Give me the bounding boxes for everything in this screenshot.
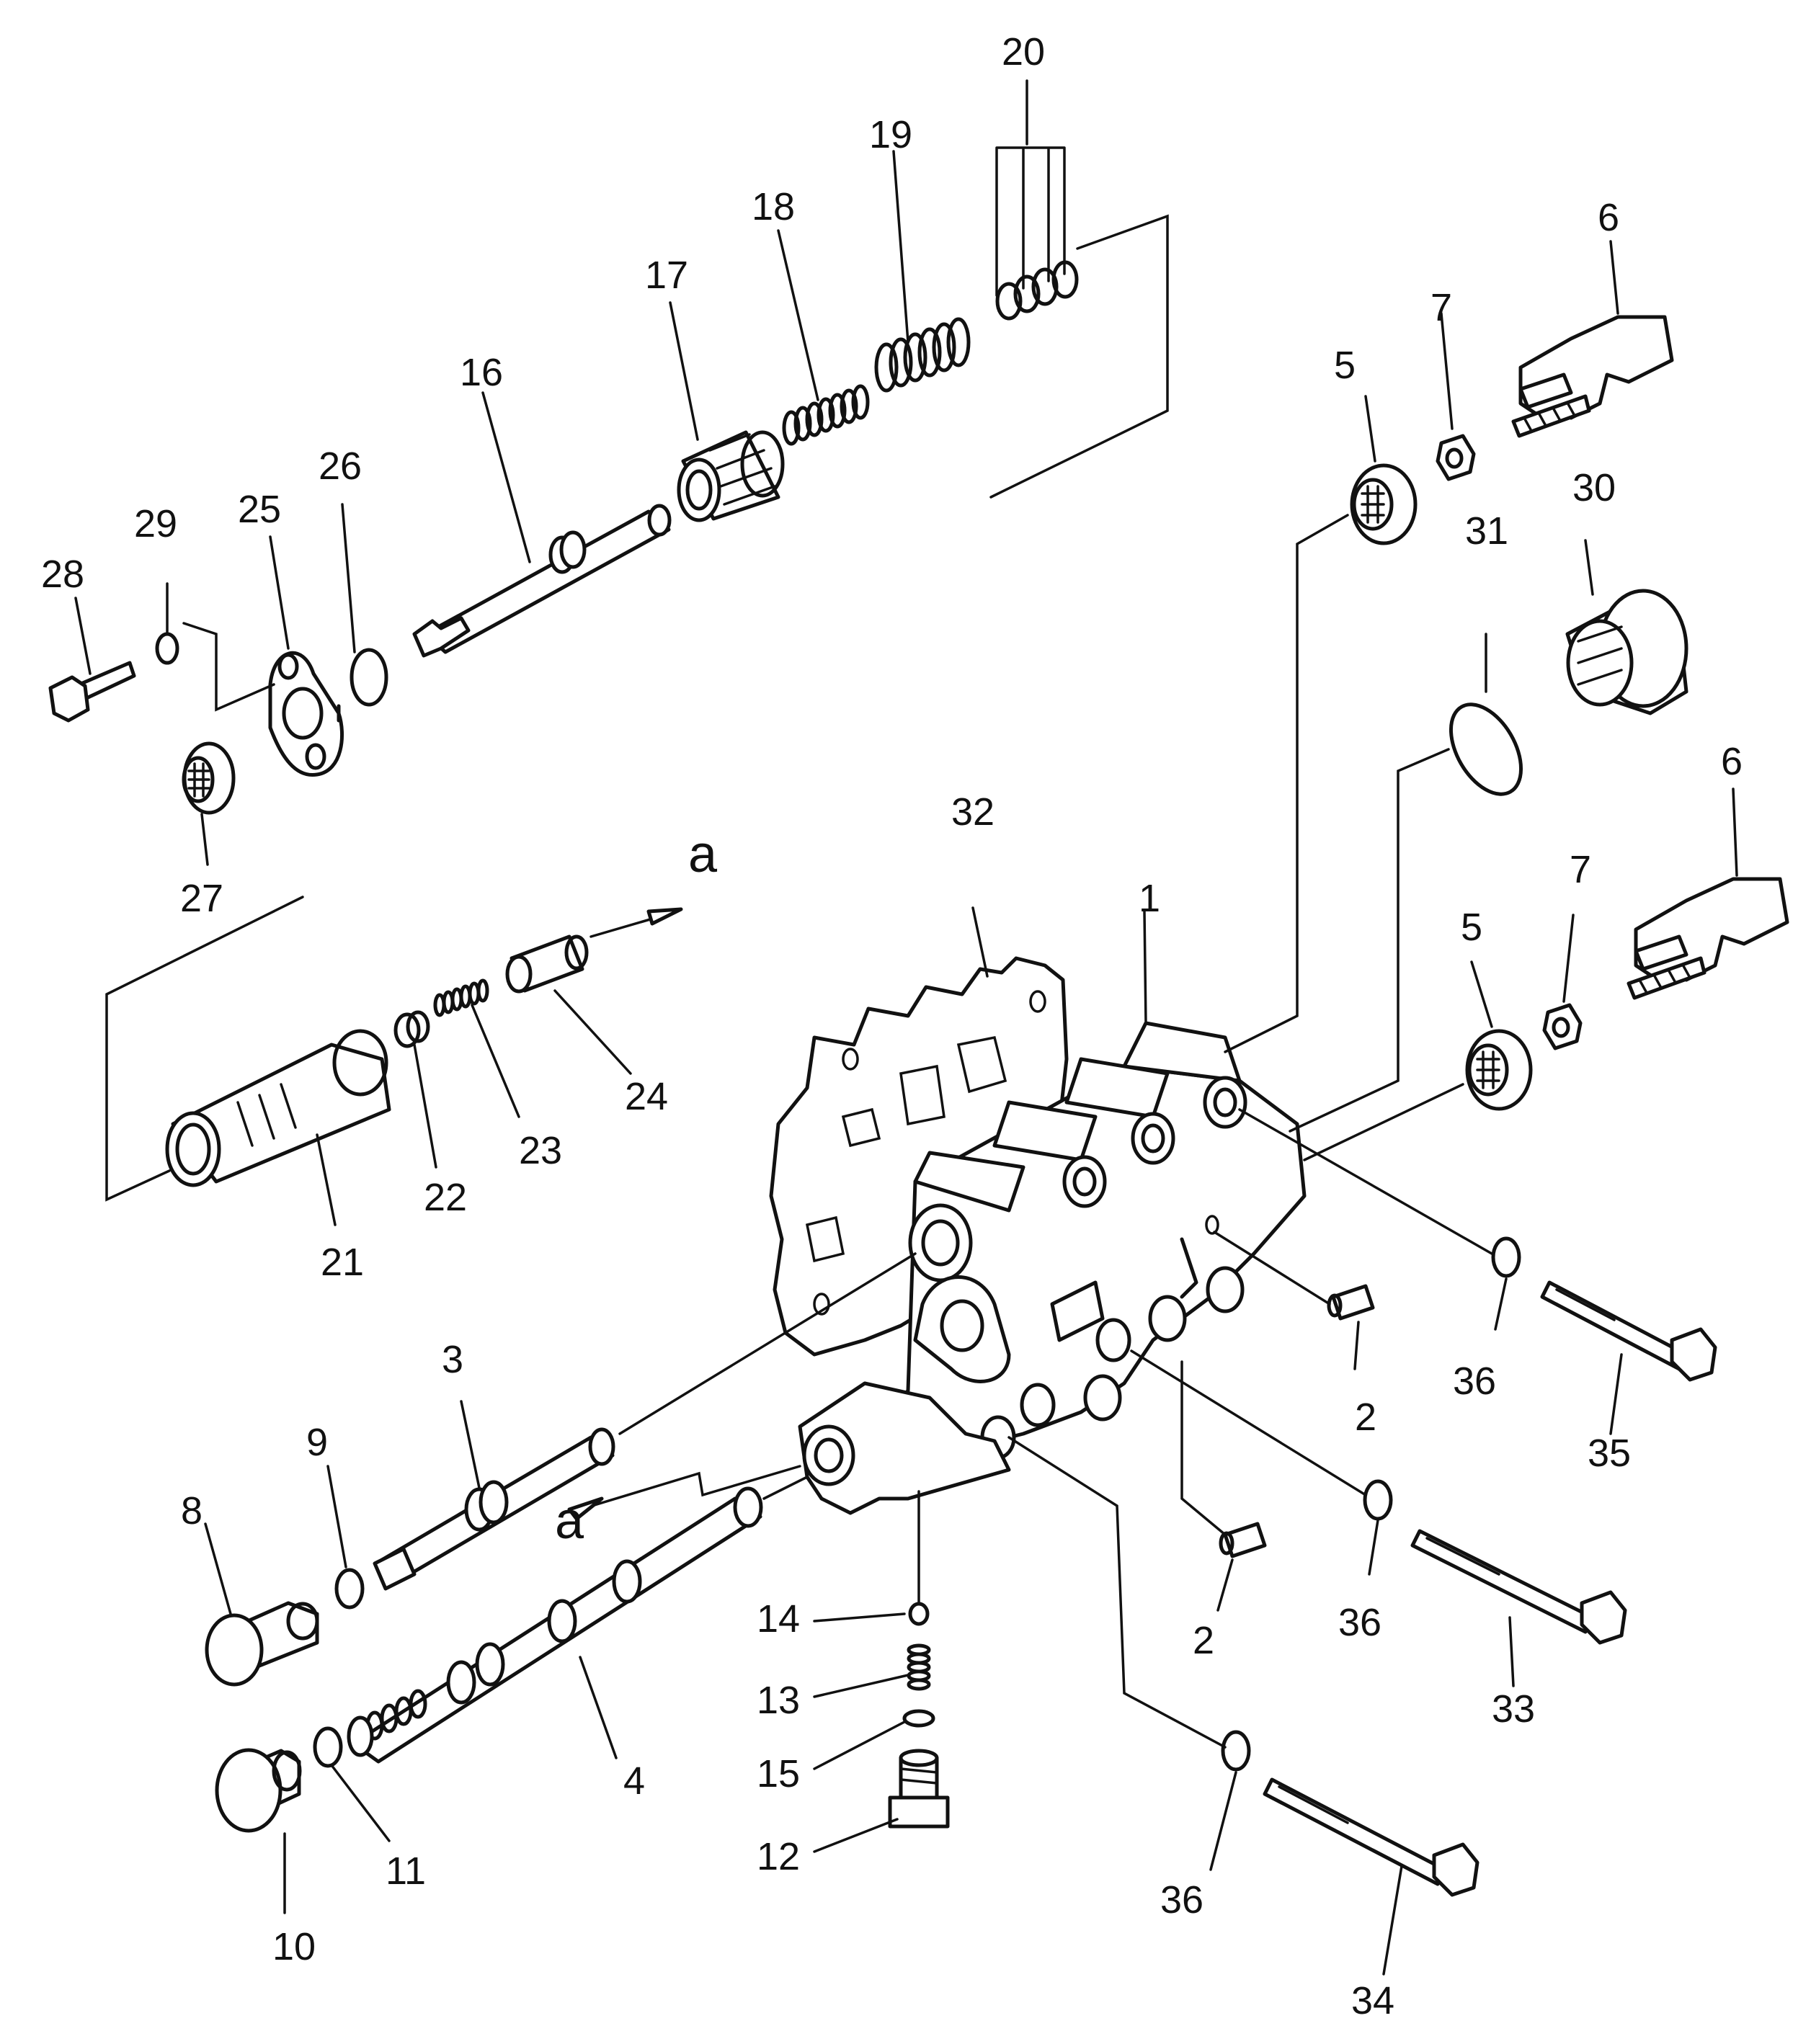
part-15-washer <box>902 1709 935 1728</box>
part-14-ball <box>908 1602 930 1626</box>
callout-5-lower: 5 <box>1461 906 1482 949</box>
part-20-shims <box>995 260 1079 321</box>
callout-5-top: 5 <box>1334 344 1356 387</box>
callout-13: 13 <box>757 1679 800 1722</box>
callout-23: 23 <box>519 1129 562 1172</box>
part-6-bracket-lower <box>1627 877 1789 1000</box>
callout-3: 3 <box>442 1338 463 1381</box>
part-7-nut-upper <box>1436 434 1476 481</box>
callout-28: 28 <box>41 553 84 596</box>
part-17-sleeve <box>677 430 785 522</box>
part-4-spool <box>347 1486 763 1764</box>
callout-34: 34 <box>1351 1979 1394 2022</box>
callout-36-lower: 36 <box>1160 1878 1203 1922</box>
part-33-bolt <box>1410 1529 1627 1645</box>
part-8-plug <box>205 1601 319 1687</box>
callout-18: 18 <box>752 185 795 228</box>
callout-35: 35 <box>1588 1432 1631 1475</box>
callout-6-lower: 6 <box>1721 740 1743 783</box>
part-23-spring <box>433 978 489 1017</box>
callout-2-upper: 2 <box>1355 1396 1376 1439</box>
part-36-washer-2 <box>1363 1479 1393 1521</box>
callout-11: 11 <box>386 1849 426 1893</box>
callout-8: 8 <box>181 1489 203 1532</box>
part-32-gasket <box>769 956 1069 1357</box>
callout-7-lower: 7 <box>1570 848 1591 891</box>
callout-15: 15 <box>757 1752 800 1795</box>
part-22-collar <box>393 1010 430 1048</box>
part-34-bolt <box>1263 1777 1479 1897</box>
part-18-spring <box>782 384 870 446</box>
callout-10: 10 <box>272 1925 316 1968</box>
callout-12: 12 <box>757 1835 800 1878</box>
callout-24: 24 <box>625 1075 668 1118</box>
part-36-washer-3 <box>1221 1730 1251 1772</box>
callout-4: 4 <box>623 1759 645 1803</box>
callout-32: 32 <box>951 790 995 834</box>
part-13-spring <box>907 1643 931 1691</box>
callout-20: 20 <box>1002 30 1045 73</box>
callout-26: 26 <box>319 445 362 488</box>
callout-17: 17 <box>645 254 688 297</box>
part-24-plunger <box>505 934 589 994</box>
callout-14: 14 <box>757 1597 800 1641</box>
part-26-o-ring <box>350 648 388 707</box>
part-16-spool <box>412 504 672 658</box>
callout-9: 9 <box>306 1421 328 1464</box>
part-9-o-ring <box>334 1568 365 1610</box>
callout-29: 29 <box>134 502 177 545</box>
part-11-o-ring <box>313 1726 343 1768</box>
part-31-o-ring <box>1449 702 1523 796</box>
part-36-washer-1 <box>1491 1236 1521 1278</box>
part-27-strainer <box>182 741 236 815</box>
callout-16: 16 <box>460 351 503 394</box>
callout-36-middle: 36 <box>1338 1601 1381 1644</box>
part-25-cover <box>268 651 344 777</box>
part-5-strainer-upper <box>1350 463 1418 545</box>
callout-7-top: 7 <box>1430 286 1452 329</box>
part-6-bracket-upper <box>1511 315 1674 438</box>
part-12-plug <box>888 1749 950 1829</box>
part-10-plug <box>215 1748 302 1833</box>
callout-25: 25 <box>238 488 281 531</box>
ref-a-top: a <box>688 826 718 883</box>
part-19-spring <box>874 317 971 393</box>
part-5-strainer-lower <box>1465 1029 1533 1111</box>
part-29-washer <box>155 632 179 665</box>
callout-36-upper: 36 <box>1453 1360 1496 1403</box>
leader-lines <box>74 79 1738 1976</box>
ref-a-bottom: a <box>555 1492 584 1550</box>
callout-33: 33 <box>1492 1687 1535 1731</box>
part-35-bolt <box>1540 1280 1717 1382</box>
part-2-fitting-upper <box>1327 1284 1375 1321</box>
part-1-lower-section <box>798 1381 1011 1515</box>
part-28-bolt <box>48 661 136 723</box>
callout-1: 1 <box>1139 877 1160 920</box>
callout-2-lower: 2 <box>1193 1619 1214 1662</box>
callout-6-top: 6 <box>1598 196 1619 239</box>
part-7-nut-lower <box>1542 1003 1583 1050</box>
callout-31: 31 <box>1465 509 1508 553</box>
part-3-spool <box>373 1427 615 1591</box>
callout-labels: 20 19 18 17 16 26 25 29 28 27 6 7 5 30 3… <box>41 30 1743 2022</box>
callout-19: 19 <box>869 113 912 156</box>
part-21-sleeve <box>165 1029 391 1187</box>
callout-22: 22 <box>424 1176 467 1219</box>
part-30-plug <box>1565 589 1688 715</box>
part-2-fitting-lower <box>1219 1522 1267 1558</box>
callout-27: 27 <box>180 877 223 920</box>
callout-30: 30 <box>1572 466 1616 509</box>
part-1-valve-body <box>870 1021 1307 1472</box>
callout-21: 21 <box>321 1241 364 1284</box>
